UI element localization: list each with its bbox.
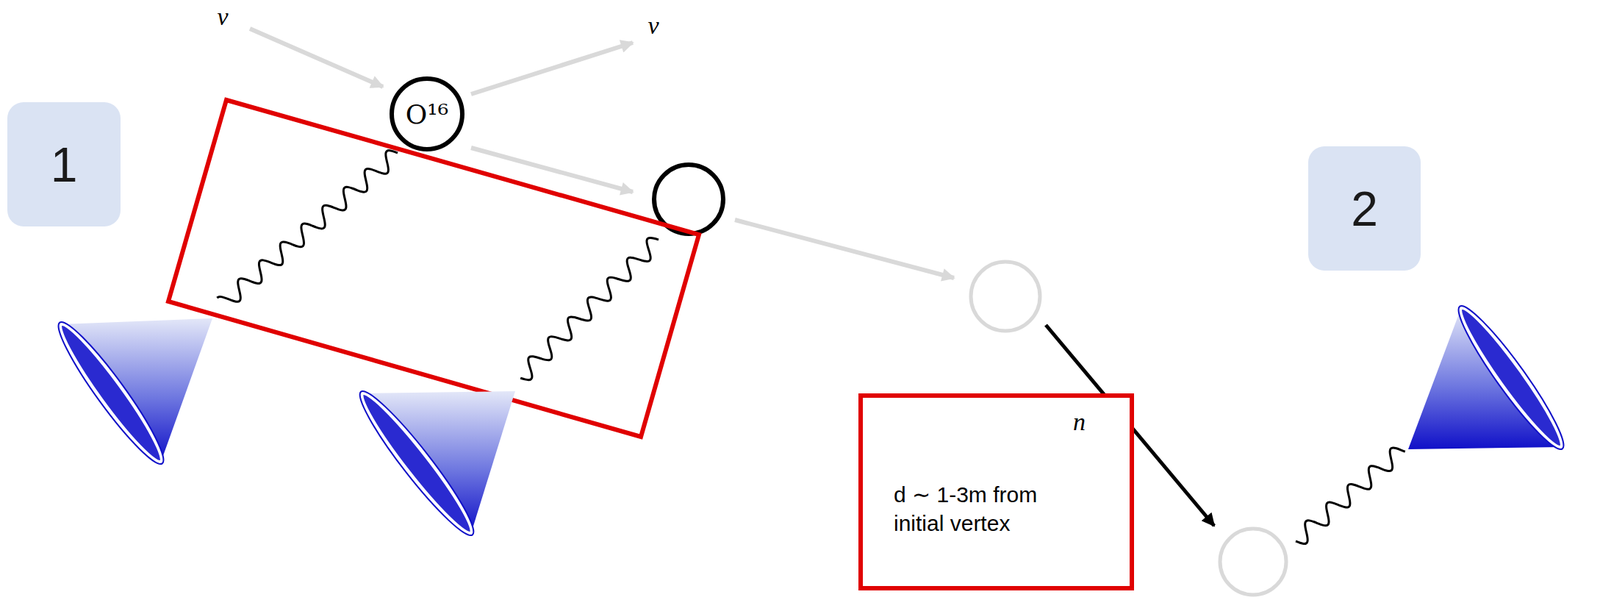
particle-symbol: ν bbox=[647, 11, 659, 40]
photon-wave bbox=[520, 237, 659, 380]
nucleus-circle bbox=[1220, 528, 1287, 595]
nucleus-circle bbox=[970, 261, 1040, 331]
note-box: n d ∼ 1-3m from initial vertex bbox=[858, 393, 1135, 591]
particle-track bbox=[471, 147, 633, 192]
particle-track bbox=[734, 219, 954, 278]
distance-note: d ∼ 1-3m from initial vertex bbox=[893, 479, 1089, 538]
cherenkov-cone bbox=[48, 313, 213, 472]
step-badge: 2 bbox=[1308, 146, 1421, 271]
photon-wave bbox=[1295, 447, 1406, 544]
cherenkov-cone bbox=[349, 382, 516, 544]
cherenkov-cone bbox=[1408, 297, 1574, 457]
callout-number: 2 bbox=[1350, 180, 1379, 237]
step-badge: 1 bbox=[7, 102, 121, 227]
particle-symbol: ν bbox=[216, 2, 228, 31]
particle-track bbox=[249, 28, 383, 87]
nucleus-circle: O¹⁶ bbox=[388, 75, 466, 153]
nucleus-label: O¹⁶ bbox=[405, 99, 449, 130]
particle-track bbox=[471, 42, 633, 95]
callout-number: 1 bbox=[50, 136, 78, 193]
photon-wave bbox=[216, 150, 398, 303]
particle-symbol: n bbox=[1073, 407, 1086, 436]
